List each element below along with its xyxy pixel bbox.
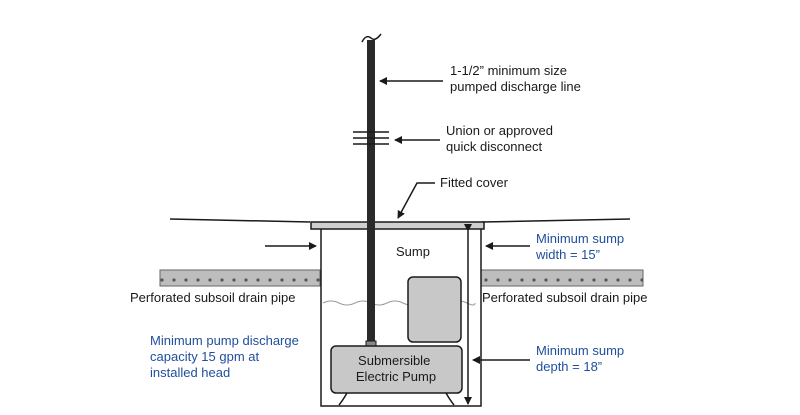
min-width-label: Minimum sump width = 15” <box>535 231 628 262</box>
union-fitting <box>353 131 389 145</box>
ground-line <box>169 218 631 223</box>
union-label: Union or approved quick disconnect <box>446 123 557 154</box>
float-switch <box>407 276 462 343</box>
fitted-cover <box>310 221 485 230</box>
fitted-cover-arrow <box>397 182 435 219</box>
sump-label: Sump <box>396 244 430 259</box>
drain-left-label: Perforated subsoil drain pipe <box>130 290 296 305</box>
fitted-cover-label: Fitted cover <box>440 175 509 190</box>
drain-pipe-right <box>480 269 644 287</box>
min-depth-label: Minimum sump depth = 18” <box>536 343 628 374</box>
pump-capacity-label: Minimum pump discharge capacity 15 gpm a… <box>150 333 302 380</box>
discharge-pipe <box>361 33 382 347</box>
pump <box>330 345 463 406</box>
drain-pipe-left <box>159 269 321 287</box>
drain-right-label: Perforated subsoil drain pipe <box>482 290 648 305</box>
discharge-line-label: 1-1/2” minimum size pumped discharge lin… <box>450 63 581 94</box>
pump-label: Submersible Electric Pump <box>356 353 436 384</box>
